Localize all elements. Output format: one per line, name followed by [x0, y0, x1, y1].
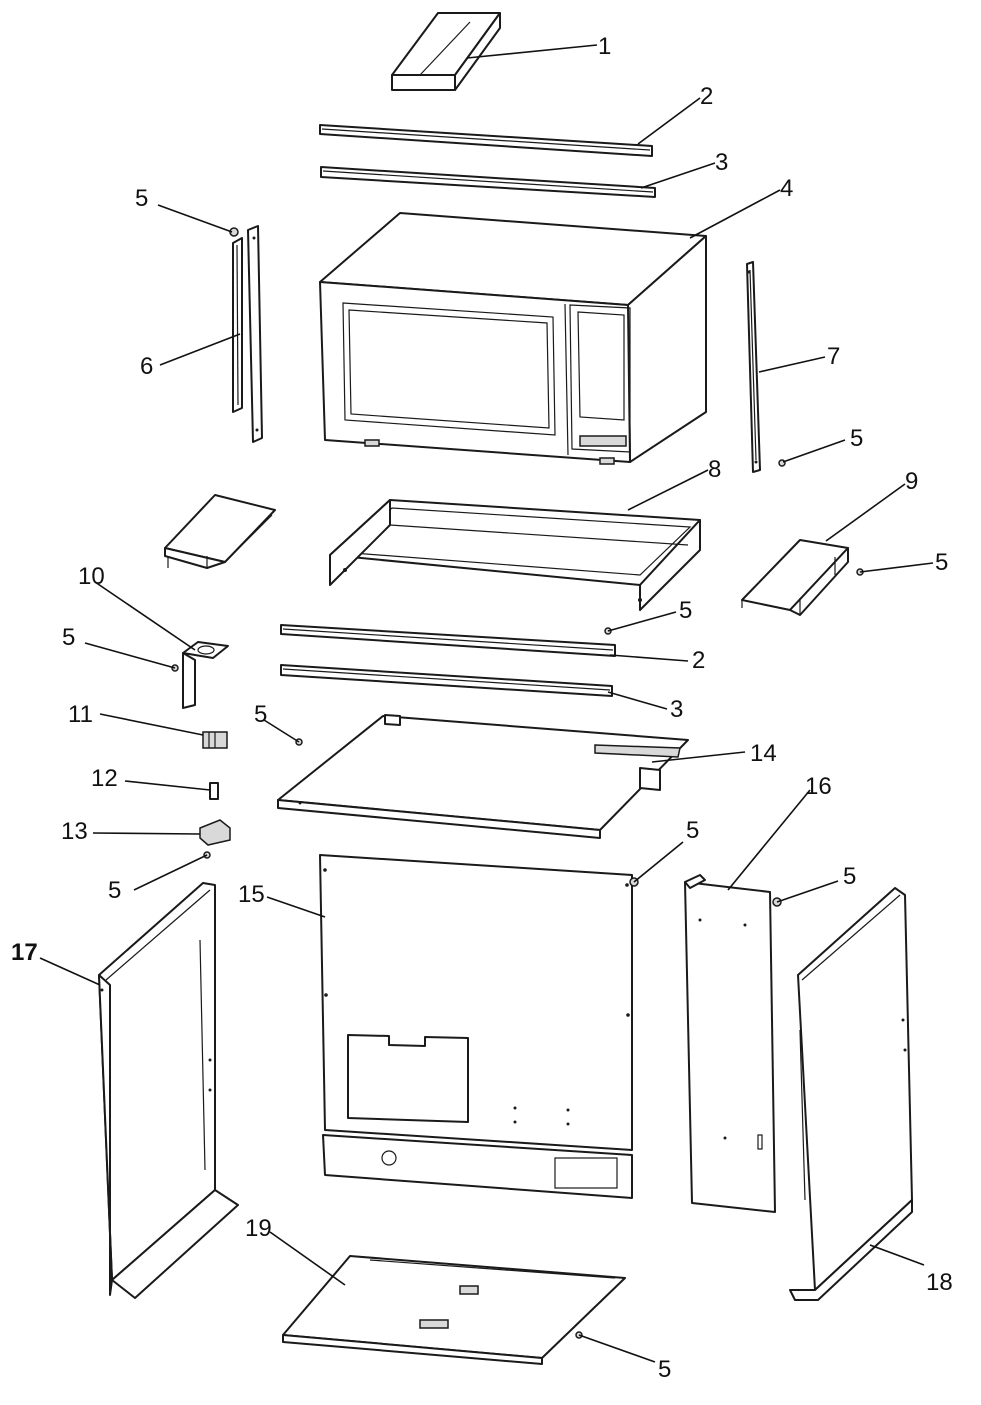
callout-11: 11 — [68, 701, 93, 728]
callout-5-a: 5 — [135, 185, 148, 212]
part-3-top-strip — [320, 166, 656, 198]
callout-15: 15 — [238, 881, 265, 908]
part-7-right-vertical-rail — [746, 261, 761, 473]
part-2-top-strip — [319, 124, 653, 157]
callout-3-middle: 3 — [670, 696, 683, 723]
part-14-top-panel — [277, 714, 689, 839]
callout-5-h: 5 — [686, 817, 699, 844]
leader-lines — [39, 44, 934, 1363]
callout-17: 17 — [11, 939, 38, 966]
callout-4: 4 — [780, 175, 793, 202]
part-16-side-panel — [684, 874, 776, 1213]
callout-10: 10 — [78, 563, 105, 590]
callout-labels: 1 2 3 4 5 6 7 5 8 9 5 10 5 5 2 11 5 3 14… — [11, 33, 953, 1383]
callout-13: 13 — [61, 818, 88, 845]
callout-5-c: 5 — [935, 549, 948, 576]
callout-18: 18 — [926, 1269, 953, 1296]
callout-5-j: 5 — [658, 1356, 671, 1383]
part-10-hinge-bracket — [182, 641, 229, 709]
callout-14: 14 — [750, 740, 777, 767]
callout-5-g: 5 — [108, 877, 121, 904]
callout-16: 16 — [805, 773, 832, 800]
part-9-right-bracket — [741, 539, 849, 616]
callout-9: 9 — [905, 468, 918, 495]
part-1-top-channel — [391, 12, 501, 91]
callout-7: 7 — [827, 343, 840, 370]
callout-1: 1 — [598, 33, 611, 60]
callout-5-b: 5 — [850, 425, 863, 452]
part-8-frame — [329, 499, 701, 611]
left-bracket — [164, 494, 276, 569]
callout-19: 19 — [245, 1215, 272, 1242]
callout-2-top: 2 — [700, 83, 713, 110]
part-13-latch-block — [199, 819, 231, 846]
callout-5-f: 5 — [254, 701, 267, 728]
part-12-pin — [209, 782, 219, 800]
callout-3-top: 3 — [715, 149, 728, 176]
callout-8: 8 — [708, 456, 721, 483]
part-18-right-side-panel — [789, 887, 913, 1301]
callout-2-middle: 2 — [692, 647, 705, 674]
callout-5-e: 5 — [679, 597, 692, 624]
part-3-middle-strip — [280, 664, 613, 697]
callout-5-i: 5 — [843, 863, 856, 890]
part-15-panel — [319, 854, 633, 1199]
part-19-bottom-panel — [282, 1255, 626, 1365]
callout-12: 12 — [91, 765, 118, 792]
callout-6: 6 — [140, 353, 153, 380]
part-6-left-vertical-rail — [232, 225, 263, 443]
part-17-left-side-panel — [98, 882, 239, 1299]
part-4-microwave-oven — [319, 212, 707, 465]
part-2-middle-strip — [280, 624, 616, 657]
part-11-cam — [202, 731, 228, 749]
callout-5-d: 5 — [62, 624, 75, 651]
